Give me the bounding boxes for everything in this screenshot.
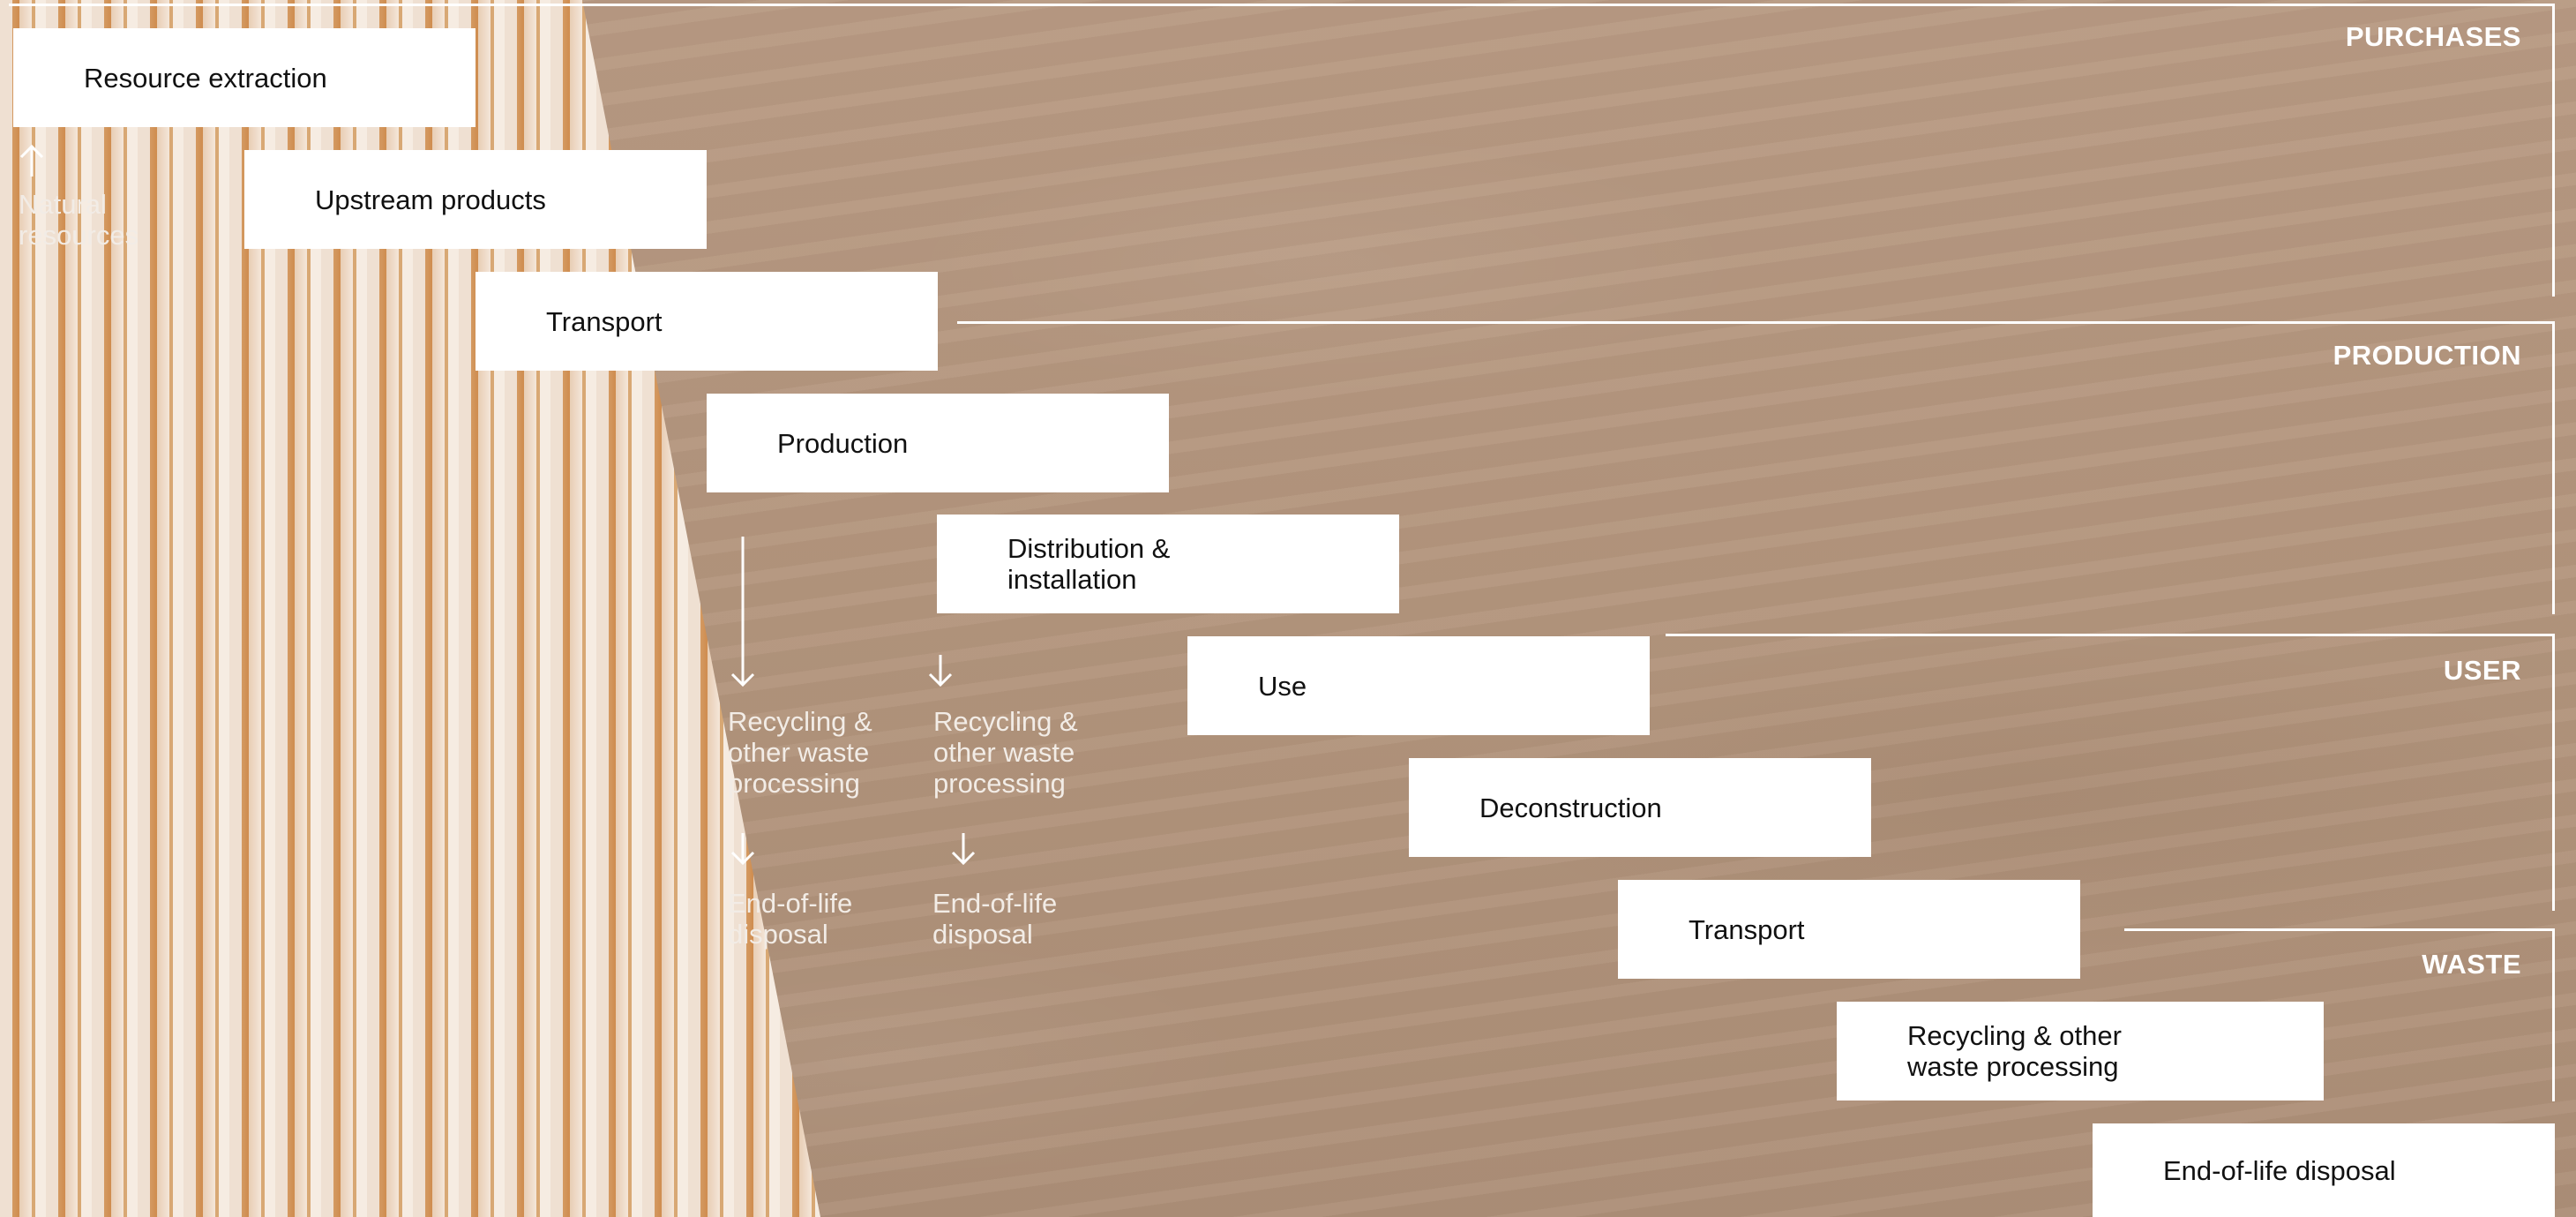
step-upstream-products: Upstream products bbox=[244, 150, 707, 249]
step-transport-2: Transport bbox=[1618, 880, 2080, 979]
side-flow-1-recycling: Recycling & other waste processing bbox=[728, 706, 872, 799]
step-use: Use bbox=[1187, 636, 1650, 735]
step-resource-extraction: Resource extraction bbox=[13, 28, 476, 127]
arrow-down-icon bbox=[730, 833, 755, 866]
stage-label-waste: WASTE bbox=[2422, 949, 2521, 980]
arrow-up-icon bbox=[19, 144, 44, 177]
arrow-down-icon bbox=[730, 537, 755, 687]
purchases-frame bbox=[9, 4, 2555, 297]
stage-label-production: PRODUCTION bbox=[2333, 340, 2521, 371]
natural-resources-label: Natural resources bbox=[19, 189, 139, 251]
side-flow-1-disposal: End-of-life disposal bbox=[728, 888, 853, 950]
waste-frame bbox=[2124, 928, 2555, 1101]
stage-label-user: USER bbox=[2443, 655, 2521, 686]
production-frame bbox=[957, 321, 2555, 614]
arrow-down-icon bbox=[951, 833, 976, 866]
step-production: Production bbox=[707, 394, 1169, 492]
step-recycling-waste-processing-label: Recycling & other waste processing bbox=[1907, 1020, 2122, 1082]
step-deconstruction: Deconstruction bbox=[1409, 758, 1871, 857]
arrow-down-icon bbox=[928, 655, 953, 687]
side-flow-2-recycling: Recycling & other waste processing bbox=[933, 706, 1078, 799]
step-transport: Transport bbox=[476, 272, 938, 371]
step-distribution-installation-label: Distribution & installation bbox=[1007, 533, 1171, 595]
step-end-of-life-disposal: End-of-life disposal bbox=[2093, 1123, 2555, 1217]
stage-label-purchases: PURCHASES bbox=[2345, 21, 2521, 52]
user-frame bbox=[1666, 634, 2555, 911]
side-flow-2-disposal: End-of-life disposal bbox=[932, 888, 1058, 950]
step-distribution-installation: Distribution & installation bbox=[937, 515, 1399, 613]
step-recycling-waste-processing: Recycling & other waste processing bbox=[1837, 1002, 2324, 1101]
